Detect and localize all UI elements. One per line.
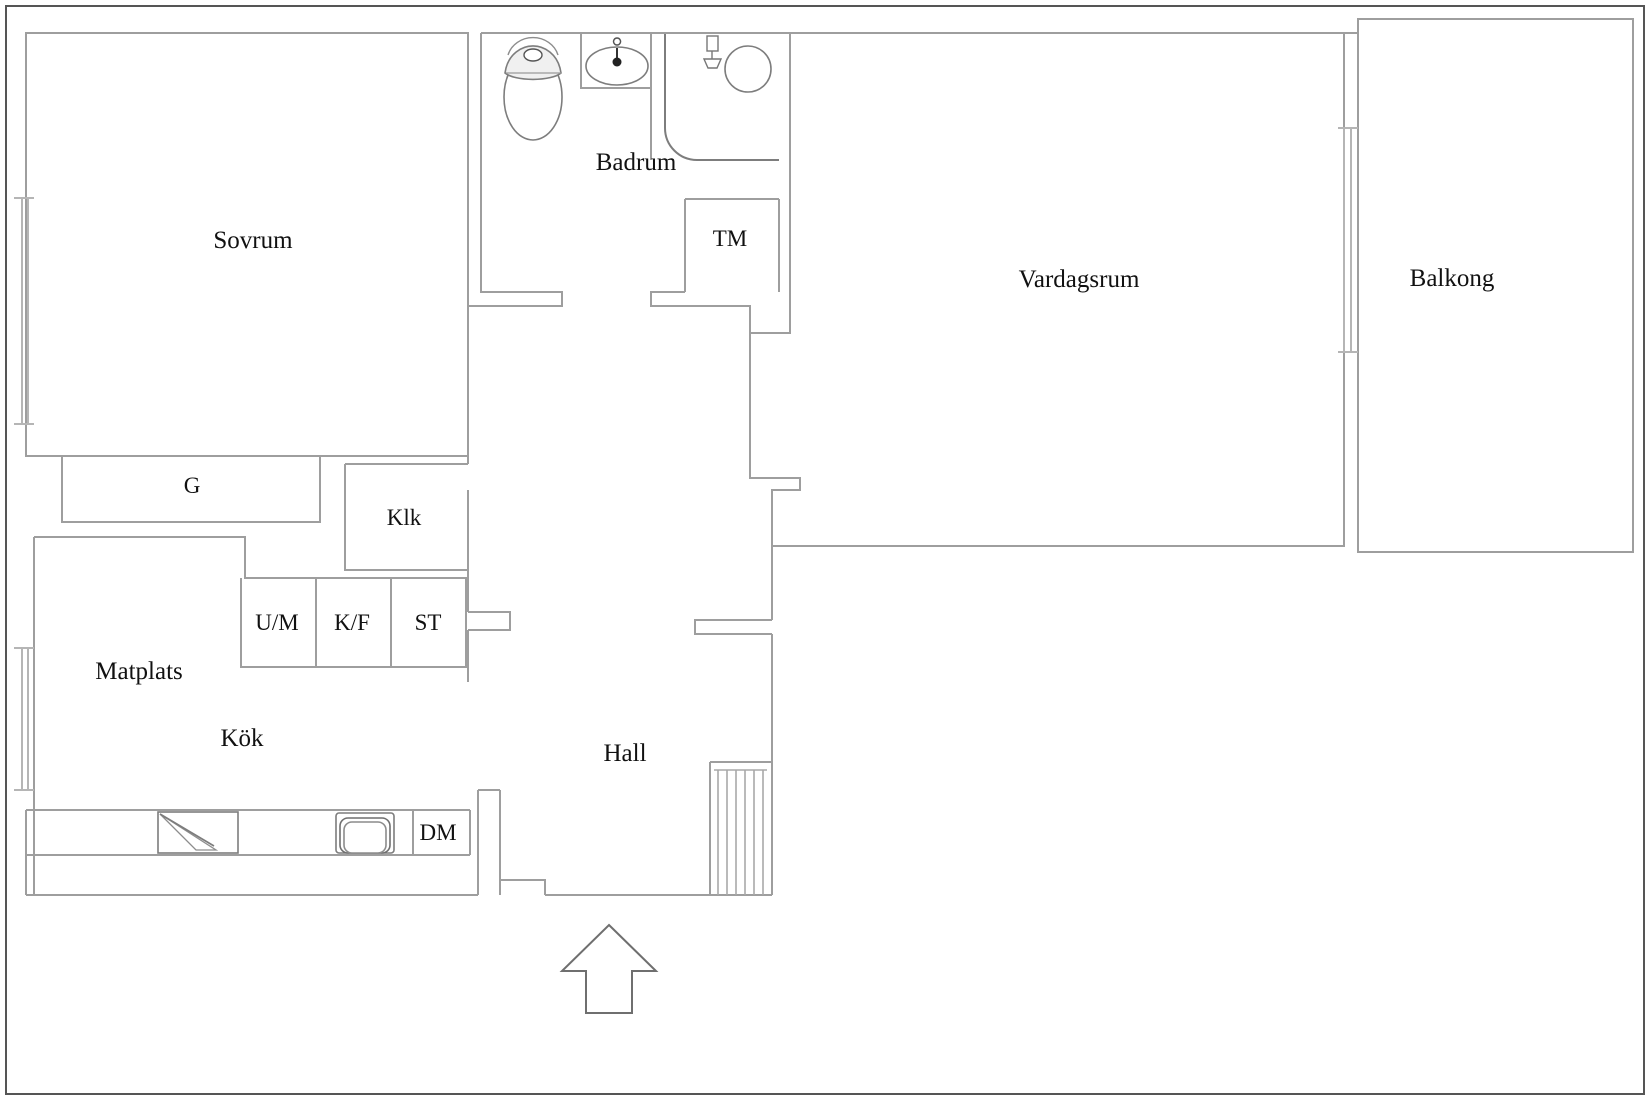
room-label-kok: Kök <box>220 725 264 752</box>
room-label-dm: DM <box>419 820 457 845</box>
wardrobe-fixture <box>714 769 767 895</box>
room-label-balkong: Balkong <box>1409 265 1495 292</box>
room-label-tm: TM <box>712 226 748 251</box>
window-group <box>14 127 1358 791</box>
wall-structure <box>25 18 1634 896</box>
room-label-hall: Hall <box>603 740 647 767</box>
entrance-direction-arrow <box>559 923 659 1014</box>
floor-drain-fixture <box>724 45 772 93</box>
washbasin-fixture <box>585 37 649 86</box>
room-label-badrum: Badrum <box>595 149 677 176</box>
page-frame <box>5 5 1645 1095</box>
toilet-fixture <box>503 36 563 141</box>
window-bedroom-left <box>14 197 34 425</box>
room-label-sovrum: Sovrum <box>213 227 293 254</box>
room-label-um: U/M <box>255 610 299 635</box>
room-label-st: ST <box>414 610 442 635</box>
balcony-door <box>1338 127 1358 353</box>
room-label-kf: K/F <box>334 610 370 635</box>
room-label-matplats: Matplats <box>95 658 183 685</box>
room-label-g: G <box>183 473 201 498</box>
kitchen-sink-fixture <box>335 812 395 854</box>
window-kitchen-left <box>14 647 34 791</box>
shower-fixture <box>664 34 779 161</box>
kitchen-hob-fixture <box>157 811 239 854</box>
room-label-vardagsrum: Vardagsrum <box>1018 266 1140 293</box>
room-label-klk: Klk <box>386 505 422 530</box>
